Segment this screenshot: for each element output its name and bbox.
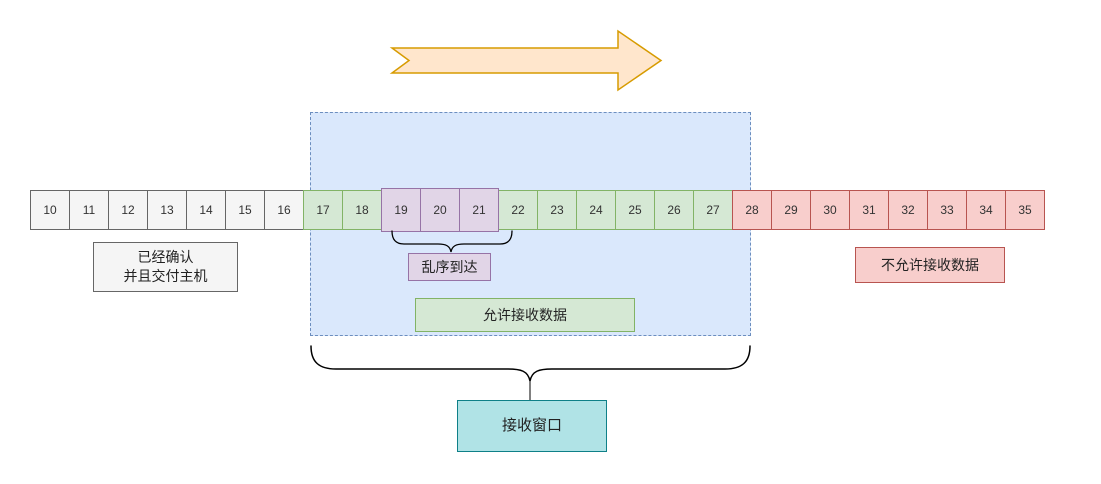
- sequence-cell-18: 18: [342, 190, 382, 230]
- acked-label-line1: 已经确认: [137, 249, 194, 266]
- sequence-cell-22: 22: [498, 190, 538, 230]
- sequence-cell-31: 31: [849, 190, 889, 230]
- receive-window-title-box: 接收窗口: [457, 400, 607, 452]
- acked-label-box: 已经确认 并且交付主机: [93, 242, 238, 292]
- sequence-cell-33: 33: [927, 190, 967, 230]
- direction-arrow-icon: [389, 29, 663, 92]
- allowed-label-box: 允许接收数据: [415, 298, 635, 332]
- sequence-cell-13: 13: [147, 190, 187, 230]
- sequence-cell-19: 19: [381, 188, 421, 232]
- sequence-cell-15: 15: [225, 190, 265, 230]
- sequence-cell-20: 20: [420, 188, 460, 232]
- sequence-cell-26: 26: [654, 190, 694, 230]
- sequence-cell-12: 12: [108, 190, 148, 230]
- sequence-cell-30: 30: [810, 190, 850, 230]
- out-of-order-label-box: 乱序到达: [408, 253, 491, 281]
- sequence-cell-25: 25: [615, 190, 655, 230]
- receive-window-title: 接收窗口: [501, 416, 562, 434]
- sequence-cell-21: 21: [459, 188, 499, 232]
- sequence-cell-16: 16: [264, 190, 304, 230]
- sequence-cell-11: 11: [69, 190, 109, 230]
- acked-label-line2: 并且交付主机: [123, 268, 208, 284]
- sequence-cell-24: 24: [576, 190, 616, 230]
- sequence-cell-10: 10: [30, 190, 70, 230]
- sequence-cell-35: 35: [1005, 190, 1045, 230]
- sequence-cell-27: 27: [693, 190, 733, 230]
- out-of-order-label: 乱序到达: [421, 258, 478, 275]
- denied-label-box: 不允许接收数据: [855, 247, 1005, 283]
- sequence-cell-29: 29: [771, 190, 811, 230]
- sequence-cell-34: 34: [966, 190, 1006, 230]
- sequence-cell-28: 28: [732, 190, 772, 230]
- receive-window-brace: [310, 345, 751, 382]
- sequence-cell-23: 23: [537, 190, 577, 230]
- sequence-cell-14: 14: [186, 190, 226, 230]
- sequence-cell-32: 32: [888, 190, 928, 230]
- sequence-cell-17: 17: [303, 190, 343, 230]
- allowed-label: 允许接收数据: [483, 306, 567, 323]
- denied-label: 不允许接收数据: [881, 256, 979, 273]
